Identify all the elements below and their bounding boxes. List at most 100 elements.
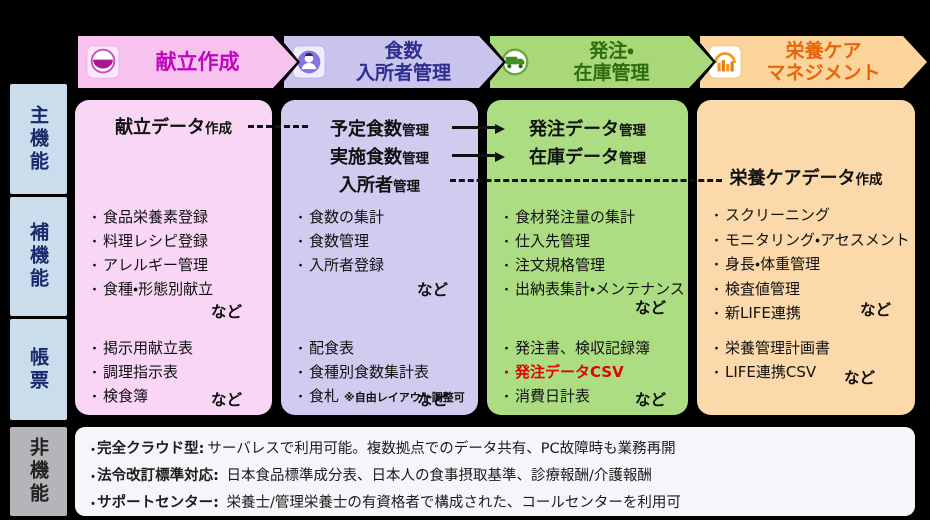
main-function-order-data-mgmt: 発注データ管理 — [529, 119, 646, 140]
list-item: ・検査値管理 — [710, 278, 907, 303]
list-item: ・食品栄養素登録 — [88, 206, 264, 230]
bullet: ・ — [500, 211, 514, 226]
column-nutrition-care-management: 栄養ケアデータ作成 ・スクリーニング ・モニタリング・アセスメント ・身長・体重… — [697, 100, 915, 415]
etc-label: など — [210, 391, 242, 409]
footer-line-regulation: ・法令改訂標準対応: 日本食品標準成分表、日本人の食事摂取基準、診療報酬/介護報… — [91, 468, 652, 484]
bullet: ・ — [91, 442, 96, 456]
list-item: ・発注データCSV — [500, 361, 680, 385]
bullet: ・ — [500, 283, 514, 298]
report-list: ・掲示用献立表 ・調理指示表 ・検食簿 — [88, 337, 264, 409]
column-meal-count-resident-mgmt: 予定食数管理 実施食数管理 入所者管理 ・食数の集計 ・食数管理 ・入所者登録 … — [281, 100, 478, 415]
bullet: ・ — [88, 366, 102, 381]
bullet: ・ — [294, 342, 308, 357]
list-item: ・発注書、検収記録簿 — [500, 337, 680, 361]
etc-label: など — [416, 281, 448, 299]
main-function-stock-data-mgmt: 在庫データ管理 — [529, 147, 646, 168]
list-item: ・食札※自由レイアウト調整可 — [294, 385, 470, 409]
list-item: ・仕入先管理 — [500, 230, 680, 254]
header-title-line1: 発注・ — [589, 40, 634, 62]
list-item: ・検食簿 — [88, 385, 264, 409]
list-item: ・モニタリング・アセスメント — [710, 229, 910, 254]
bullet: ・ — [500, 366, 514, 381]
header-title-line2: 入所者管理 — [355, 62, 451, 84]
row-label-non-functional: 非機能 — [10, 427, 67, 516]
header-meal-count-resident-mgmt: 食数 入所者管理 — [281, 33, 506, 91]
header-nutrition-care-management: 栄養ケア マネジメント — [697, 33, 930, 91]
bullet: ・ — [88, 259, 102, 274]
column-menu-creation: 献立データ作成 ・食品栄養素登録 ・料理レシピ登録 ・アレルギー管理 ・食種・形… — [75, 100, 272, 415]
list-item: ・食数の集計 — [294, 206, 470, 230]
main-function-menu-data-creation: 献立データ作成 — [115, 117, 232, 138]
list-item: ・注文規格管理 — [500, 254, 680, 278]
list-item: ・食材発注量の集計 — [500, 206, 680, 230]
list-item: ・食種・形態別献立 — [88, 278, 264, 302]
list-item: ・調理指示表 — [88, 361, 264, 385]
list-item: ・料理レシピ登録 — [88, 230, 264, 254]
etc-label: など — [416, 391, 448, 409]
bullet: ・ — [500, 390, 514, 405]
list-item: ・食数管理 — [294, 230, 470, 254]
sub-function-list: ・スクリーニング ・モニタリング・アセスメント ・身長・体重管理 ・検査値管理 … — [710, 204, 910, 327]
main-function-actual-meal-count: 実施食数管理 — [330, 147, 429, 168]
etc-label: など — [634, 299, 666, 317]
bullet: ・ — [294, 235, 308, 250]
truck-icon — [498, 45, 532, 79]
etc-label: など — [859, 301, 891, 319]
report-list: ・配食表 ・食種別食数集計表 ・食札※自由レイアウト調整可 — [294, 337, 470, 409]
list-item: ・入所者登録 — [294, 254, 470, 278]
bullet: ・ — [294, 366, 308, 381]
list-item: ・栄養管理計画書 — [710, 337, 907, 361]
free-layout-note: ※自由レイアウト調整可 — [344, 391, 465, 404]
bullet: ・ — [91, 496, 96, 510]
order-data-csv-highlight: 発注データCSV — [515, 363, 624, 381]
dashed-connector-resident-to-nutrition-care — [450, 179, 722, 182]
header-title-line2: 在庫管理 — [573, 62, 650, 84]
arrow-meal-count-to-order-data — [452, 124, 505, 134]
report-list: ・発注書、検収記録簿 ・発注データCSV ・消費日計表 — [500, 337, 680, 409]
list-item: ・LIFE連携CSV — [710, 361, 907, 385]
list-item: ・スクリーニング — [710, 204, 907, 229]
main-function-planned-meal-count: 予定食数管理 — [330, 119, 429, 140]
bullet: ・ — [294, 259, 308, 274]
header-title-line1: 栄養ケア — [785, 40, 862, 62]
bullet: ・ — [710, 342, 724, 357]
list-item: ・消費日計表 — [500, 385, 680, 409]
row-label-sub-functions: 補機能 — [10, 197, 67, 316]
list-item: ・新LIFE連携 — [710, 302, 907, 327]
bullet: ・ — [88, 342, 102, 357]
list-item: ・食種別食数集計表 — [294, 361, 470, 385]
footer-line-support: ・サポートセンター: 栄養士/管理栄養士の有資格者で構成された、コールセンターを… — [91, 495, 681, 511]
list-item: ・掲示用献立表 — [88, 337, 264, 361]
main-function-resident-mgmt: 入所者管理 — [339, 175, 420, 196]
report-list: ・栄養管理計画書 ・LIFE連携CSV — [710, 337, 907, 385]
list-item: ・配食表 — [294, 337, 470, 361]
list-item: ・アレルギー管理 — [88, 254, 264, 278]
footer-line-cloud: ・完全クラウド型:サーバレスで利用可能。複数拠点でのデータ共有、PC故障時も業務… — [91, 441, 676, 457]
sub-function-list: ・食数の集計 ・食数管理 ・入所者登録 — [294, 206, 470, 278]
bullet: ・ — [294, 390, 308, 405]
sub-function-list: ・食材発注量の集計 ・仕入先管理 ・注文規格管理 ・出納表集計・メンテナンス — [500, 206, 685, 302]
bullet: ・ — [88, 390, 102, 405]
etc-label: など — [210, 303, 242, 321]
main-function-nutrition-care-data: 栄養ケアデータ作成 — [729, 168, 883, 189]
row-label-main-functions: 主機能 — [10, 84, 67, 194]
bullet: ・ — [710, 209, 724, 224]
bullet: ・ — [710, 307, 724, 322]
bullet: ・ — [91, 469, 96, 483]
bullet: ・ — [500, 342, 514, 357]
bullet: ・ — [294, 211, 308, 226]
bullet: ・ — [710, 233, 724, 249]
header-title-line1: 食数 — [384, 40, 423, 62]
etc-label: など — [634, 391, 666, 409]
bullet: ・ — [88, 283, 102, 298]
list-item: ・出納表集計・メンテナンス — [500, 278, 685, 302]
list-item: ・身長・体重管理 — [710, 253, 907, 278]
bar-chart-icon — [708, 45, 742, 79]
bullet: ・ — [88, 235, 102, 250]
header-title: 献立作成 — [155, 50, 240, 74]
etc-label: など — [843, 369, 875, 387]
sub-function-list: ・食品栄養素登録 ・料理レシピ登録 ・アレルギー管理 ・食種・形態別献立 — [88, 206, 264, 302]
bullet: ・ — [710, 258, 724, 273]
header-menu-creation: 献立作成 — [75, 33, 300, 91]
